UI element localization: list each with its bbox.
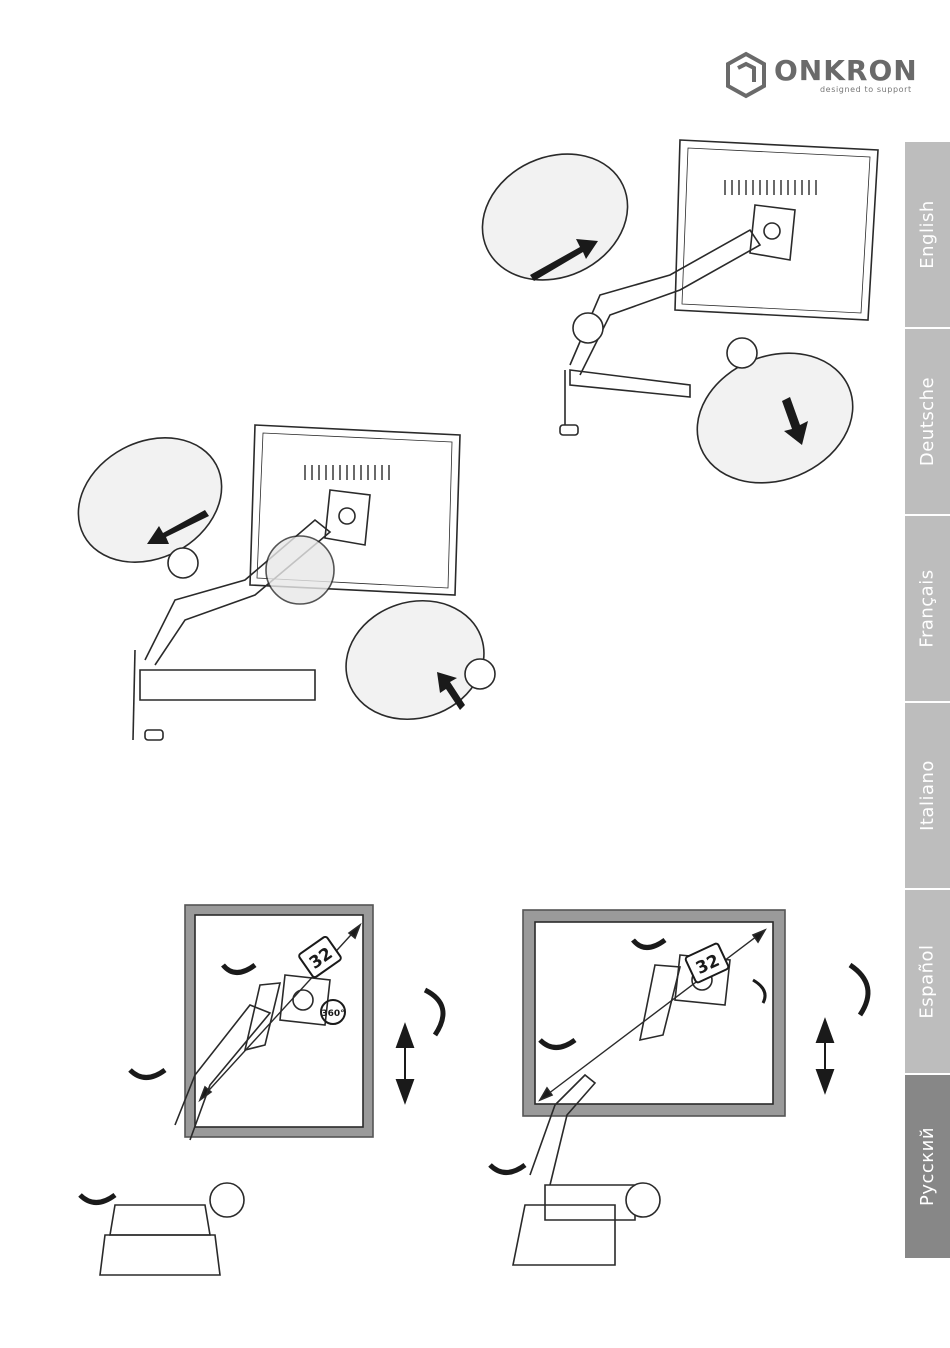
- tab-francais[interactable]: Français: [905, 516, 950, 703]
- tab-italiano[interactable]: Italiano: [905, 703, 950, 890]
- brand-tagline: designed to support: [820, 85, 912, 94]
- brand-logo: ONKRON designed to support: [724, 52, 914, 100]
- tab-russian[interactable]: Русский: [905, 1075, 950, 1260]
- cable-clip-install-diagram: [65, 420, 485, 750]
- cable-clip-removal-diagram: [470, 135, 890, 485]
- tab-english[interactable]: English: [905, 142, 950, 329]
- tab-deutsche[interactable]: Deutsche: [905, 329, 950, 516]
- portrait-adjustment-diagram: 32 360°: [75, 895, 475, 1315]
- brand-name: ONKRON: [774, 54, 918, 87]
- landscape-adjustment-diagram: 32: [485, 895, 885, 1315]
- rotation-label: 360°: [321, 1009, 344, 1019]
- logo-mark-icon: [724, 52, 768, 98]
- tab-espanol[interactable]: Español: [905, 890, 950, 1075]
